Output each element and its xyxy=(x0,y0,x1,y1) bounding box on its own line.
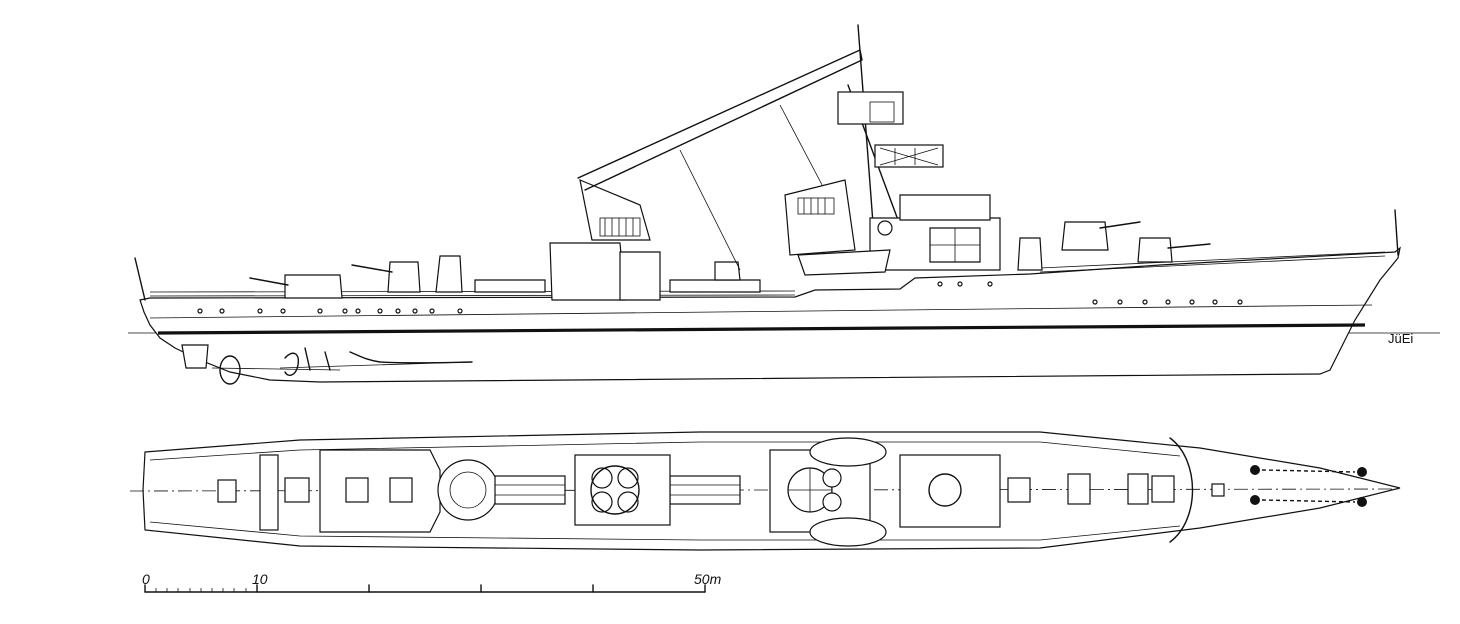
fore-funnel-plan xyxy=(769,437,887,547)
scale-label-10: 10 xyxy=(252,571,268,587)
aft-deck-fittings xyxy=(217,449,499,533)
aft-funnel-plan xyxy=(574,454,671,526)
fore-gun-mounts xyxy=(1017,221,1211,271)
portholes xyxy=(197,281,1243,314)
boot-topping-band xyxy=(157,323,1366,335)
aft-superstructure xyxy=(474,242,761,301)
ship-boat xyxy=(797,249,891,276)
torpedo-launchers xyxy=(494,475,741,505)
anchor-gear xyxy=(1250,465,1367,507)
ensign-staff xyxy=(134,257,146,301)
aft-funnel-grille xyxy=(599,217,641,237)
bridge-superstructure xyxy=(869,194,1001,271)
plan-view xyxy=(129,431,1401,551)
hull-profile xyxy=(139,246,1401,383)
scale-bar xyxy=(144,584,706,593)
drafter-signature: JüEi xyxy=(1388,331,1414,346)
scale-label-0: 0 xyxy=(142,571,150,587)
side-profile-view xyxy=(128,24,1440,385)
boat-crane xyxy=(577,49,863,271)
aft-gun-mounts xyxy=(249,255,463,299)
aft-funnel xyxy=(579,179,651,241)
mast xyxy=(837,24,944,251)
scale-label-50m: 50m xyxy=(694,571,722,587)
fore-guns-plan xyxy=(1067,437,1225,543)
sheer-line xyxy=(149,304,1373,319)
fore-funnel xyxy=(784,179,856,256)
rudder-and-propellers xyxy=(181,344,473,385)
bridge-plan xyxy=(899,454,1031,528)
fore-funnel-grille xyxy=(797,197,835,215)
jack-staff xyxy=(1394,209,1399,256)
